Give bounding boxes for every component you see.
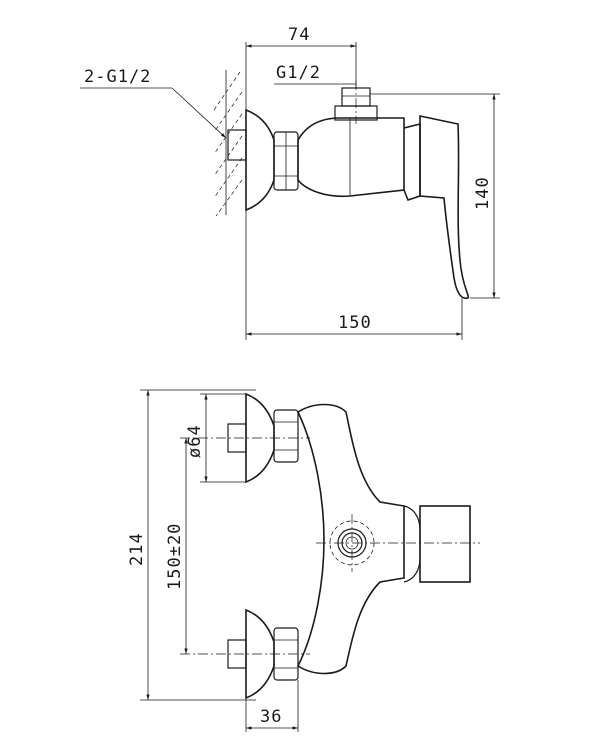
outlet-port <box>316 514 480 572</box>
dim-74-label: 74 <box>288 25 310 45</box>
inlet-thread-callout: 2-G1/2 <box>80 67 227 139</box>
dim-36-label: 36 <box>260 707 282 727</box>
outlet-thread-label: G1/2 <box>276 63 321 83</box>
inlet-stub <box>227 129 247 161</box>
dim-140-label: 140 <box>473 176 493 210</box>
dim-214-label: 214 <box>127 532 147 566</box>
lower-inlet <box>180 608 310 700</box>
lever-housing <box>403 122 421 201</box>
outlet-thread-callout: G1/2 <box>274 63 356 85</box>
lever-handle <box>419 115 470 300</box>
dimension-214: 214 <box>127 389 256 701</box>
dimension-36: 36 <box>245 680 299 732</box>
dim-center-distance-label: 150±20 <box>165 523 185 590</box>
inlet-thread-label: 2-G1/2 <box>84 67 151 87</box>
dimension-diameter-64: ø64 <box>185 393 246 483</box>
front-body <box>296 403 405 675</box>
lever-box <box>403 505 471 583</box>
dim-diameter-label: ø64 <box>185 424 205 458</box>
mixer-body <box>297 117 405 198</box>
front-elevation-view: ø64 214 150±20 36 <box>127 389 480 732</box>
dimension-140: 140 <box>370 93 500 299</box>
escutcheon-flange <box>245 108 275 212</box>
dimension-center-distance: 150±20 <box>165 438 188 654</box>
dim-150-label: 150 <box>338 313 372 333</box>
dimension-150: 150 <box>245 210 463 340</box>
upper-inlet <box>180 392 310 484</box>
side-elevation-view: 74 G1/2 2-G1/2 140 150 <box>80 25 500 340</box>
dimension-74: 74 <box>245 25 357 110</box>
hex-nut <box>273 131 299 191</box>
